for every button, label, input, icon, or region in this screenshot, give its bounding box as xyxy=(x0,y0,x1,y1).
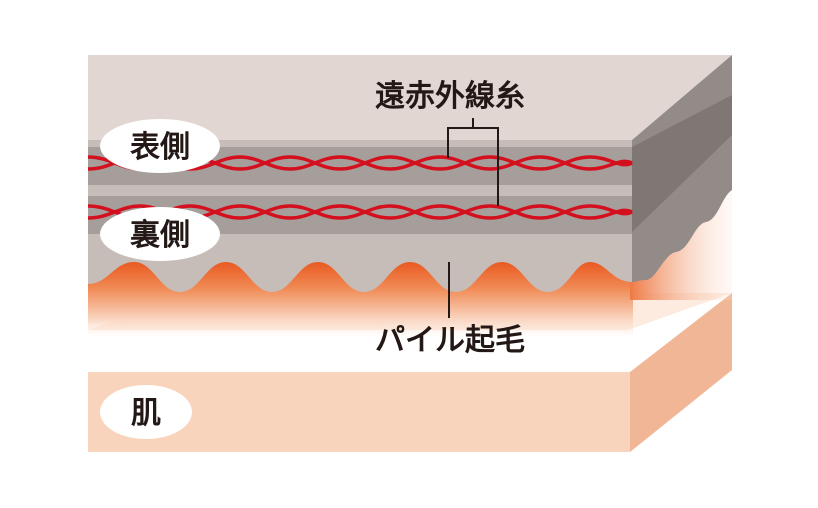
inner-side-text: 裏側 xyxy=(130,218,190,253)
fabric-top-face xyxy=(88,55,732,140)
leader-lines xyxy=(447,118,499,318)
fabric-right-stripe xyxy=(632,95,732,232)
far-infrared-yarn-label: 遠赤外線糸 xyxy=(375,79,525,114)
pile-napping-label: パイル起毛 xyxy=(375,323,525,358)
skin-right-face xyxy=(630,293,732,452)
outer-side-label: 表側 xyxy=(100,119,220,173)
skin-label: 肌 xyxy=(100,385,192,439)
skin-text: 肌 xyxy=(131,396,161,431)
outer-side-text: 表側 xyxy=(130,130,190,165)
inner-side-label: 裏側 xyxy=(100,207,220,261)
skin-front-face xyxy=(88,372,630,452)
